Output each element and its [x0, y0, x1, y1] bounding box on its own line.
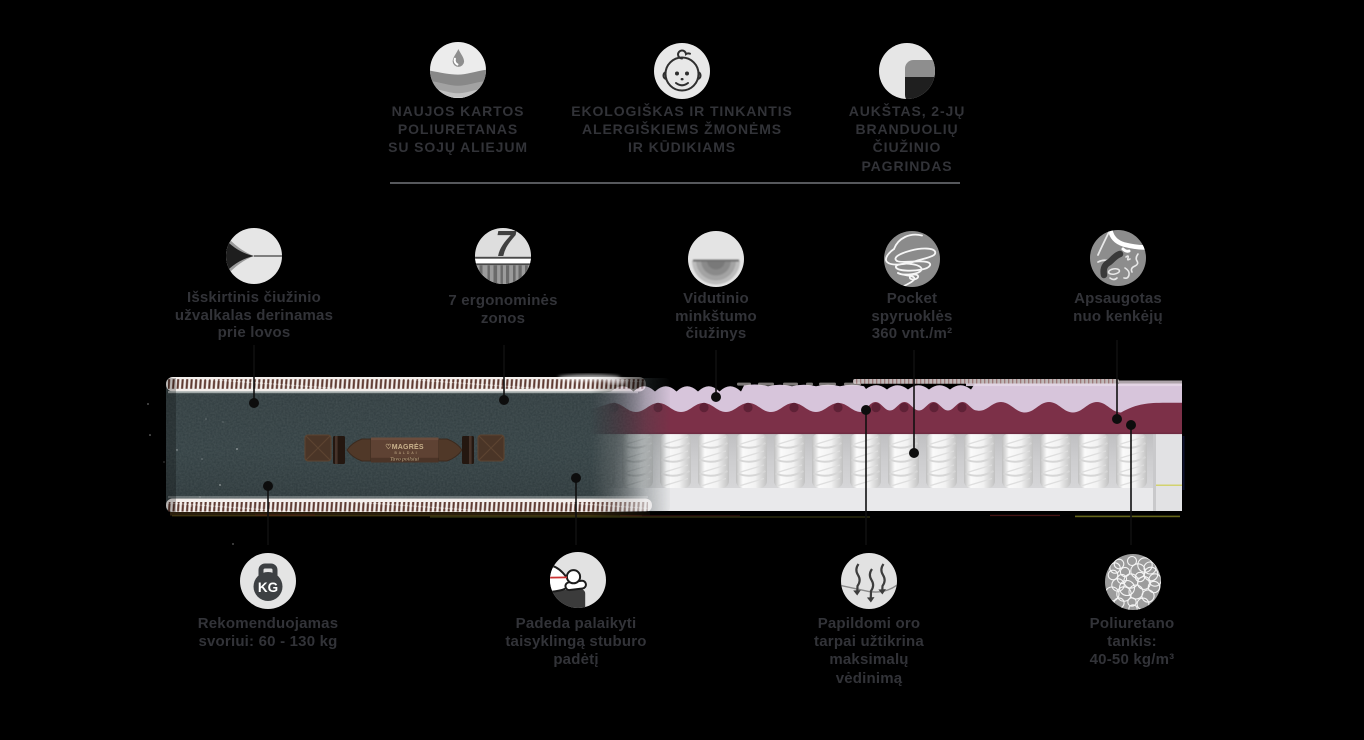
svg-text:7: 7 [495, 228, 517, 264]
svg-text:♡MAGRĖS: ♡MAGRĖS [385, 443, 424, 451]
svg-text:KG: KG [258, 580, 278, 595]
svg-text:Tavo poilsiui: Tavo poilsiui [390, 457, 419, 463]
svg-text:BALDAI: BALDAI [394, 451, 418, 455]
